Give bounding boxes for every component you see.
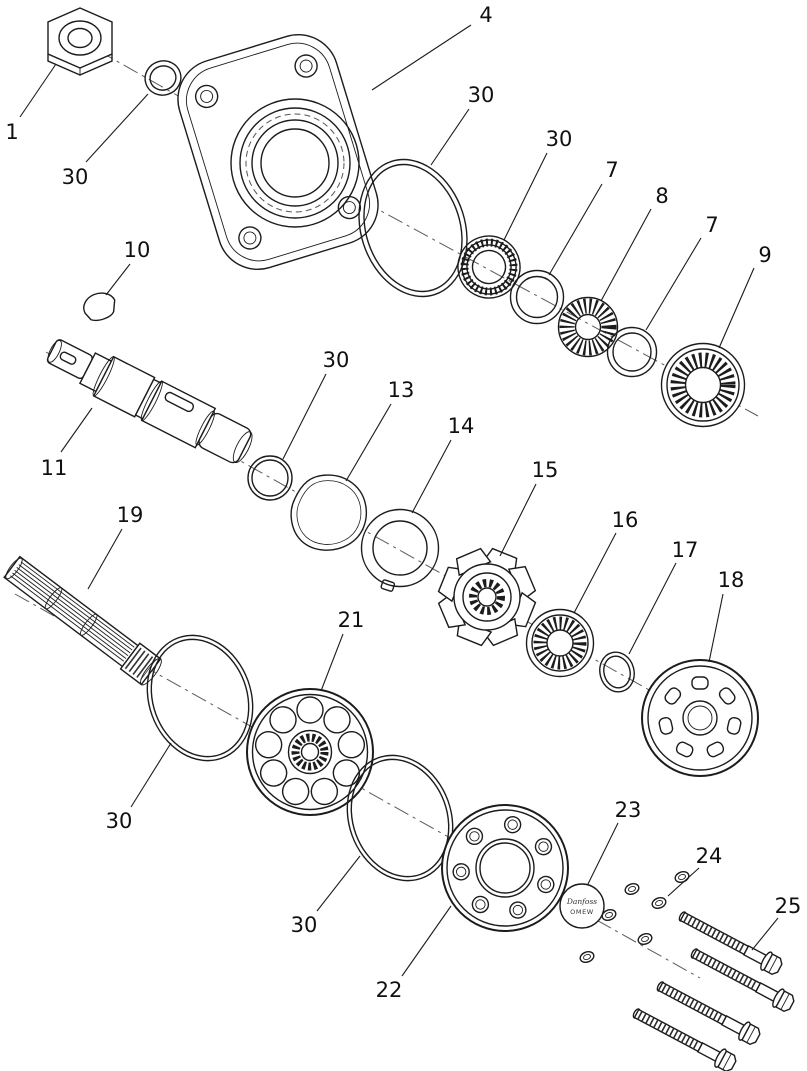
part-14-retaining-ring bbox=[360, 508, 440, 592]
callout-30-d-leader bbox=[282, 373, 327, 460]
callout-21-leader bbox=[320, 633, 344, 692]
callout-7-b-leader bbox=[645, 237, 702, 331]
label-disc-brand-text: Danfoss bbox=[566, 897, 597, 906]
callout-30-b-leader bbox=[430, 108, 470, 166]
callout-14: 14 bbox=[448, 414, 475, 438]
callout-30-a-leader bbox=[85, 93, 149, 163]
callout-30-e-leader bbox=[130, 742, 172, 808]
part-10-key bbox=[83, 292, 116, 322]
part-30-o-ring-rotor bbox=[146, 634, 254, 762]
part-30-o-ring-shaft bbox=[247, 455, 293, 501]
part-23-label-disc: Danfoss OMEW bbox=[559, 883, 605, 929]
callout-30-b: 30 bbox=[468, 83, 495, 107]
callout-21: 21 bbox=[338, 608, 365, 632]
part-30-seal-ring-small bbox=[144, 60, 182, 96]
callout-10: 10 bbox=[124, 238, 151, 262]
center-axes bbox=[14, 21, 759, 979]
callout-9-leader bbox=[718, 267, 755, 349]
part-19-splined-shaft bbox=[3, 555, 162, 686]
callout-22: 22 bbox=[376, 978, 403, 1002]
callout-18: 18 bbox=[718, 568, 745, 592]
callout-30-c-leader bbox=[503, 152, 548, 241]
callout-9: 9 bbox=[758, 243, 771, 267]
part-18-gerotor-housing bbox=[641, 659, 759, 777]
gerotor-passages bbox=[658, 676, 742, 758]
shaft-slot bbox=[59, 351, 77, 365]
callout-24-leader bbox=[667, 867, 700, 897]
callout-22-leader bbox=[401, 905, 452, 977]
callout-23: 23 bbox=[615, 798, 642, 822]
callout-7-a-leader bbox=[548, 183, 603, 276]
callout-15: 15 bbox=[532, 458, 559, 482]
part-15-drive-coupling bbox=[436, 546, 538, 648]
callout-30-f: 30 bbox=[291, 913, 318, 937]
callout-25: 25 bbox=[775, 894, 802, 918]
callout-14-leader bbox=[411, 439, 452, 514]
part-8-thrust-bearing bbox=[557, 296, 619, 358]
callout-11-leader bbox=[60, 407, 93, 453]
part-4-housing-flange bbox=[177, 33, 379, 271]
callout-19: 19 bbox=[117, 503, 144, 527]
callout-30-c: 30 bbox=[546, 127, 573, 151]
part-1-hex-nut bbox=[47, 7, 113, 76]
housing-center-bore bbox=[230, 98, 360, 228]
part-11-output-shaft bbox=[46, 339, 253, 464]
callout-30-a: 30 bbox=[62, 165, 89, 189]
part-22-end-cover bbox=[441, 804, 569, 932]
callout-10-leader bbox=[105, 263, 131, 296]
callout-16-leader bbox=[573, 532, 617, 614]
callout-17: 17 bbox=[672, 538, 699, 562]
callout-19-leader bbox=[87, 528, 123, 590]
callout-25-leader bbox=[751, 917, 779, 951]
callout-13: 13 bbox=[388, 378, 415, 402]
shaft-keyway bbox=[164, 391, 195, 413]
part-7-washer-a bbox=[509, 269, 565, 325]
part-16-roller-bearing bbox=[525, 608, 595, 678]
callout-11: 11 bbox=[41, 456, 68, 480]
callout-7-a: 7 bbox=[605, 158, 618, 182]
callout-17-leader bbox=[628, 562, 677, 655]
callout-30-e: 30 bbox=[106, 809, 133, 833]
part-21-rotor-assembly bbox=[246, 688, 374, 816]
ring-tab bbox=[380, 579, 396, 592]
rotor-rollers bbox=[254, 696, 366, 806]
part-30-o-ring-housing bbox=[358, 158, 468, 298]
callout-15-leader bbox=[499, 483, 537, 557]
callout-23-leader bbox=[587, 822, 619, 885]
callout-30-d: 30 bbox=[323, 348, 350, 372]
housing-bolt-holes bbox=[194, 54, 362, 250]
callout-1: 1 bbox=[5, 120, 18, 144]
part-17-spacer-ring bbox=[599, 651, 635, 693]
label-disc-model-text: OMEW bbox=[570, 908, 594, 916]
callout-8: 8 bbox=[655, 184, 668, 208]
callout-8-leader bbox=[600, 208, 652, 302]
part-9-needle-bearing bbox=[660, 342, 746, 428]
part-13-gasket bbox=[285, 469, 372, 556]
callout-7-b: 7 bbox=[705, 213, 718, 237]
callout-4: 4 bbox=[479, 3, 492, 27]
callout-18-leader bbox=[708, 593, 724, 663]
part-25-bolts bbox=[630, 907, 797, 1071]
callout-13-leader bbox=[345, 403, 392, 482]
callout-24: 24 bbox=[696, 844, 723, 868]
callout-layer: 1 30 4 30 30 7 8 7 9 10 11 30 13 14 15 16 17 18 19 21 30 30 22… bbox=[5, 3, 801, 1002]
callout-30-f-leader bbox=[316, 855, 361, 912]
callout-1-leader bbox=[19, 63, 57, 118]
part-30-o-ring-cover bbox=[346, 754, 454, 882]
callout-4-leader bbox=[371, 24, 472, 91]
part-7-washer-b bbox=[606, 326, 658, 378]
cover-bolt-holes bbox=[452, 815, 555, 919]
callout-16: 16 bbox=[612, 508, 639, 532]
